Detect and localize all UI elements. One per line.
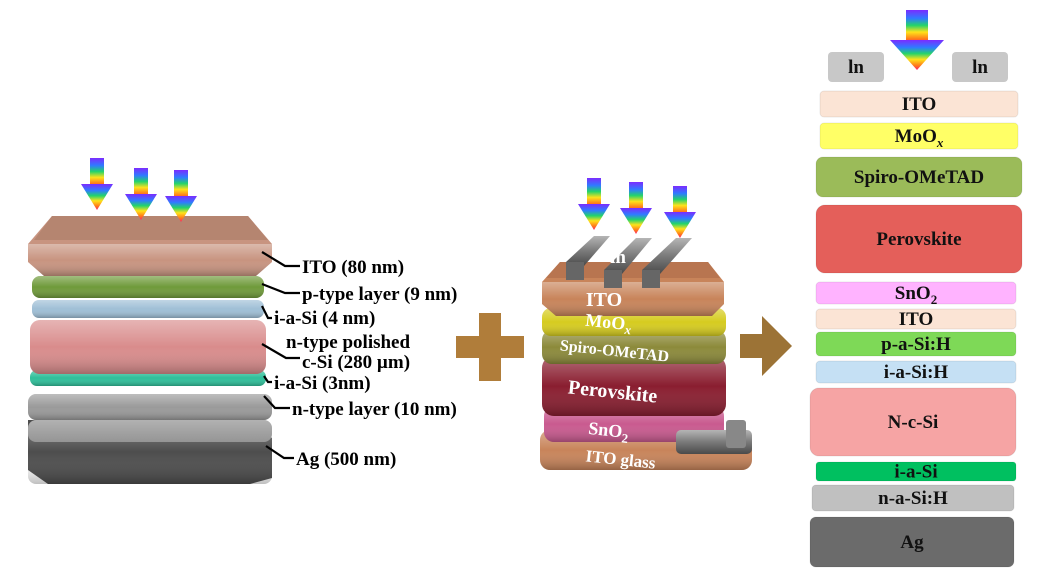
label-c-si: c-Si (280 µm) (302, 352, 410, 373)
label-sno2: SnO2 (587, 418, 630, 446)
ito-top-layer (542, 262, 724, 316)
light-arrow-icon (81, 158, 113, 210)
right-arrow-icon (740, 316, 792, 376)
label-i-a-si-top: i-a-Si (4 nm) (274, 308, 375, 329)
layer-box (815, 461, 1017, 482)
spiro-layer (542, 330, 726, 364)
layer-box (811, 484, 1015, 512)
layer-label: N-c-Si (888, 412, 939, 433)
leader-lines (261, 251, 300, 460)
contact-left (828, 52, 884, 82)
layer-box (815, 204, 1023, 274)
label-n-type-polished: n-type polished (286, 332, 410, 353)
layer-box (819, 90, 1019, 118)
layer-box (815, 331, 1017, 357)
light-arrow-icon (620, 182, 652, 234)
label-moox: MoOx (584, 310, 633, 338)
layer-label: Spiro-OMeTAD (854, 167, 984, 188)
light-arrow-icon (578, 178, 610, 230)
plus-sign-icon (456, 313, 524, 381)
layer-box (819, 122, 1019, 150)
layer-box (815, 156, 1023, 198)
layer-label: n-a-Si:H (878, 488, 948, 509)
perovskite-layer (542, 356, 726, 416)
layer-box (809, 516, 1015, 568)
contact-right-label: ln (972, 57, 988, 78)
p-type-layer (32, 276, 264, 298)
label-ito: ITO (80 nm) (302, 257, 404, 278)
left-device-stack: ITO (80 nm) p-type layer (9 nm) i-a-Si (… (28, 158, 457, 484)
ag-layer (28, 420, 272, 484)
layer-box (815, 281, 1017, 305)
label-ag: Ag (500 nm) (296, 449, 396, 470)
light-arrow-icon (890, 10, 944, 70)
layer-label: ITO (902, 94, 937, 115)
right-layer-schematic: ln ln ITOMoOxSpiro-OMeTADPerovskiteSnO2I… (809, 10, 1023, 568)
layer-box (815, 308, 1017, 330)
label-p-type: p-type layer (9 nm) (302, 284, 457, 305)
i-a-si-top-layer (32, 300, 264, 318)
n-type-layer (28, 394, 272, 420)
layer-label: p-a-Si:H (881, 334, 951, 355)
light-arrow-icon (664, 186, 696, 238)
bottom-contact-bar (676, 420, 752, 454)
label-ito: ITO (586, 289, 622, 311)
label-n-type-layer: n-type layer (10 nm) (292, 399, 457, 420)
layer-label: SnO2 (895, 283, 937, 307)
layer-box (815, 360, 1017, 384)
ito-layer (28, 216, 272, 276)
top-contact-fingers (566, 236, 692, 288)
light-arrow-icon (125, 168, 157, 220)
light-arrow-icon (165, 170, 197, 222)
layer-label: Ag (900, 532, 924, 553)
layer-box (809, 387, 1017, 457)
layer-label: ITO (899, 309, 934, 330)
middle-device-stack: ln ITO MoOx Spiro-OMeTAD Perovskite SnO2… (540, 178, 752, 473)
label-contact: ln (610, 247, 626, 268)
contact-left-label: ln (848, 57, 864, 78)
contact-right (952, 52, 1008, 82)
layer-label: Perovskite (876, 229, 961, 250)
c-si-layer (30, 320, 266, 374)
label-i-a-si-bottom: i-a-Si (3nm) (274, 373, 371, 394)
layer-label: i-a-Si:H (884, 362, 949, 383)
layer-label: MoOx (895, 126, 944, 150)
layer-boxes: ITOMoOxSpiro-OMeTADPerovskiteSnO2ITOp-a-… (809, 90, 1023, 568)
layer-label: i-a-Si (894, 462, 937, 483)
